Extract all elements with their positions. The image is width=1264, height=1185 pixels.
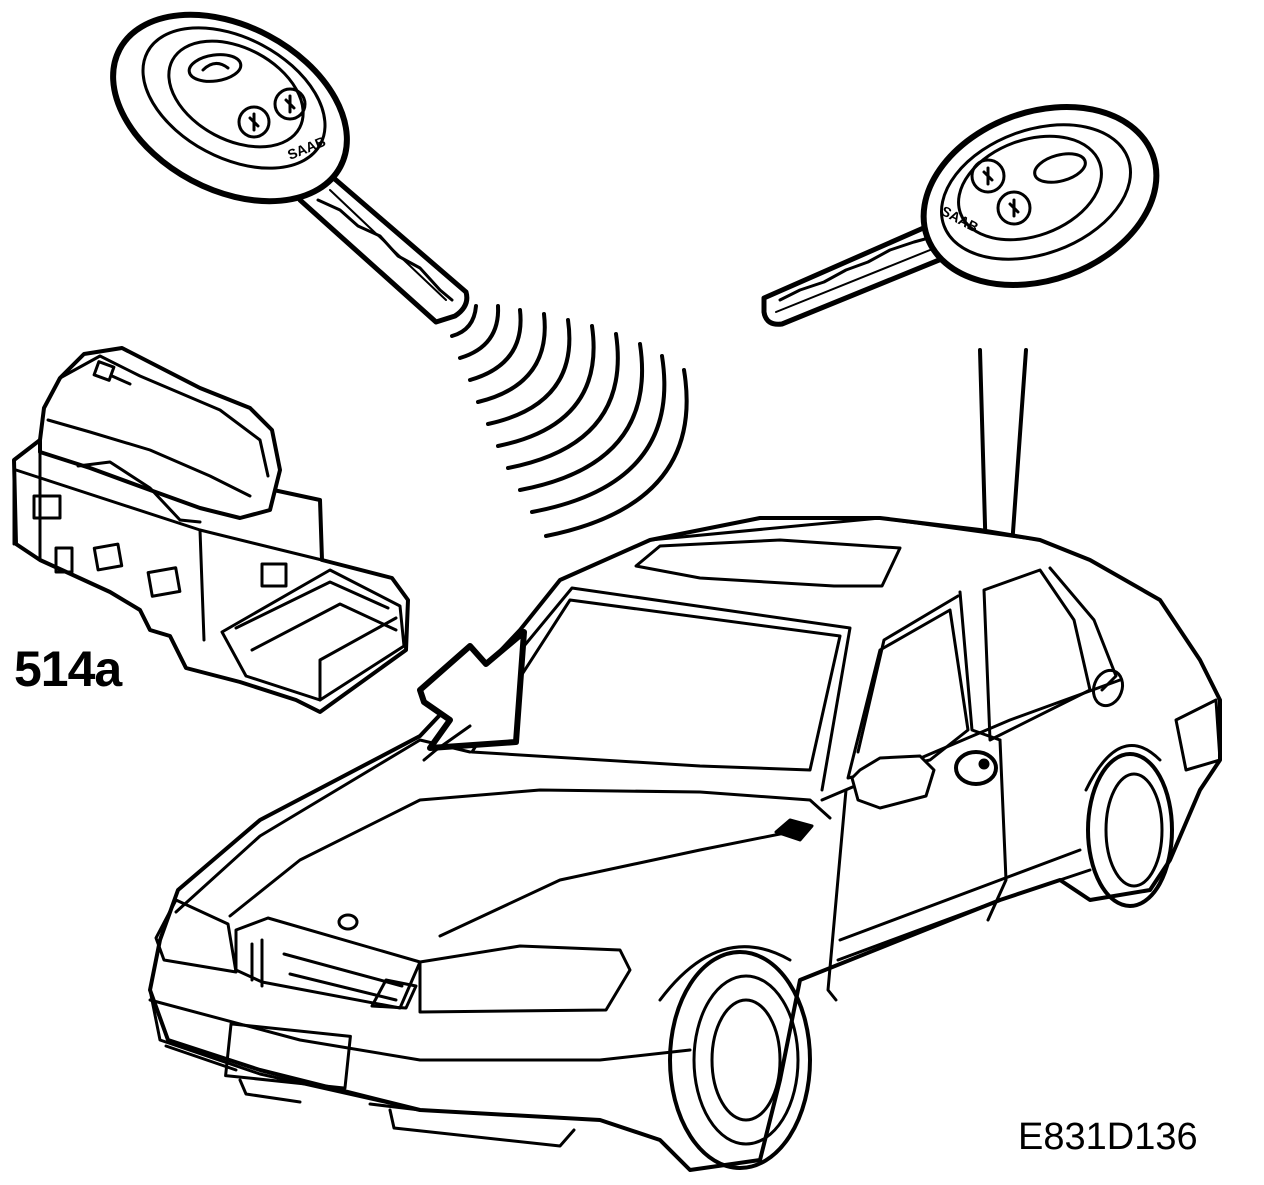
trunk-button-icon [1032,149,1089,188]
car-illustration [150,518,1220,1170]
part-number-label: 514a [14,641,122,697]
trunk-button-icon [187,52,242,85]
headlight-right [420,946,630,1012]
windshield [472,600,840,770]
key-fob-right: SAAB [899,76,1182,316]
location-arrow-icon [420,632,524,748]
radio-signal-waves [452,306,687,536]
rear-wheel [1086,745,1172,906]
lock-button-icon [972,160,1004,192]
lock-button-icon [239,107,269,137]
unlock-button-icon [275,89,305,119]
front-bumper [150,990,660,1140]
front-wheel [660,947,810,1168]
sunroof [636,540,900,586]
key-blade-left [300,168,467,322]
key-blade-right [764,226,952,324]
headlight-left [156,900,236,972]
remote-key-left: SAAB [81,0,467,322]
key-fob-left: SAAB [81,0,379,239]
component-514a [14,348,408,712]
figure-code-label: E831D136 [1018,1116,1198,1158]
license-plate [226,1024,351,1088]
lock-symbol-icon [94,362,114,381]
side-mirror [852,756,934,808]
door-lock-cylinder [956,752,996,784]
unlock-button-icon [998,192,1030,224]
